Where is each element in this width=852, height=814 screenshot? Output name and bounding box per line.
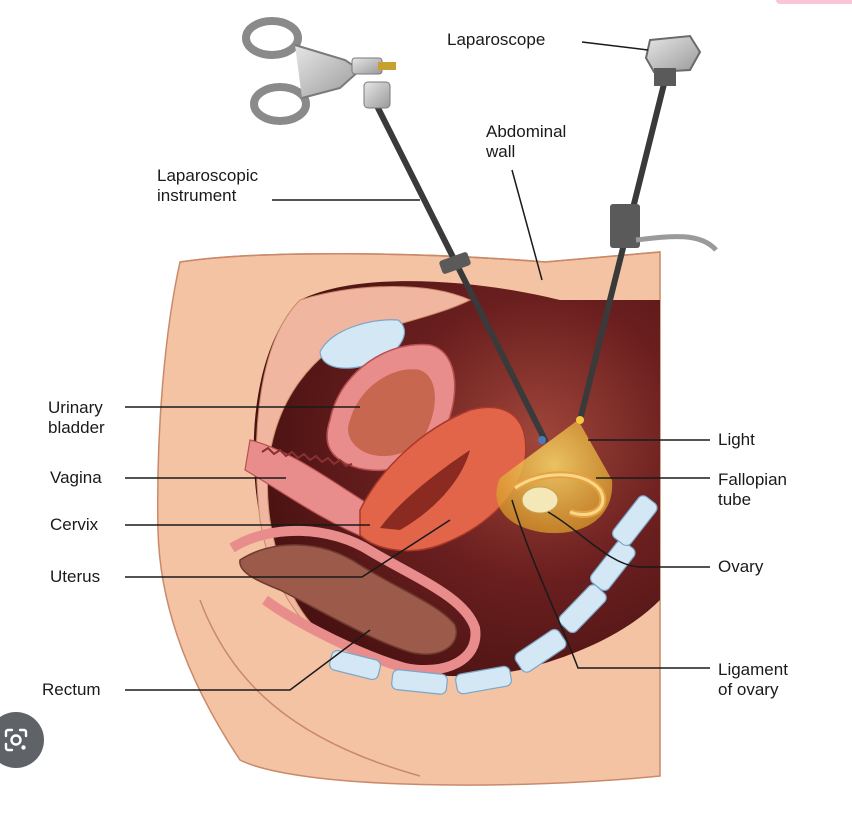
label-ovary: Ovary (718, 557, 764, 576)
label-urinary-bladder: Urinary bladder (48, 398, 105, 437)
uterus-cavity (380, 450, 470, 530)
leg-fold (199, 599, 421, 777)
laparoscopic-instrument-graphic (242, 17, 548, 444)
leader-lines (125, 41, 710, 691)
label-rectum: Rectum (42, 680, 101, 699)
vagina-ridges (261, 446, 353, 468)
label-laparoscopic-instrument: Laparoscopic instrument (157, 166, 259, 205)
rectum-wall (229, 525, 481, 676)
fallopian-tube-inner (514, 473, 605, 517)
abdominal-wall-band (179, 251, 661, 263)
laparoscope-graphic (576, 34, 718, 424)
ovary-shape (521, 486, 559, 514)
label-vagina: Vagina (50, 468, 102, 487)
label-light: Light (718, 430, 755, 449)
google-lens-icon (4, 728, 28, 752)
peritoneum (255, 286, 472, 641)
label-cervix: Cervix (50, 515, 99, 534)
spine (328, 495, 658, 695)
label-laparoscope: Laparoscope (447, 30, 546, 49)
label-uterus: Uterus (50, 567, 101, 586)
label-abdominal-wall: Abdominal wall (486, 122, 567, 161)
label-ligament-of-ovary: Ligament of ovary (718, 660, 788, 699)
bladder-inner (348, 369, 435, 457)
google-lens-button[interactable] (0, 712, 44, 768)
corner-badge (776, 0, 852, 4)
rectum-shape (239, 544, 458, 655)
label-fallopian-tube: Fallopian tube (718, 470, 787, 509)
